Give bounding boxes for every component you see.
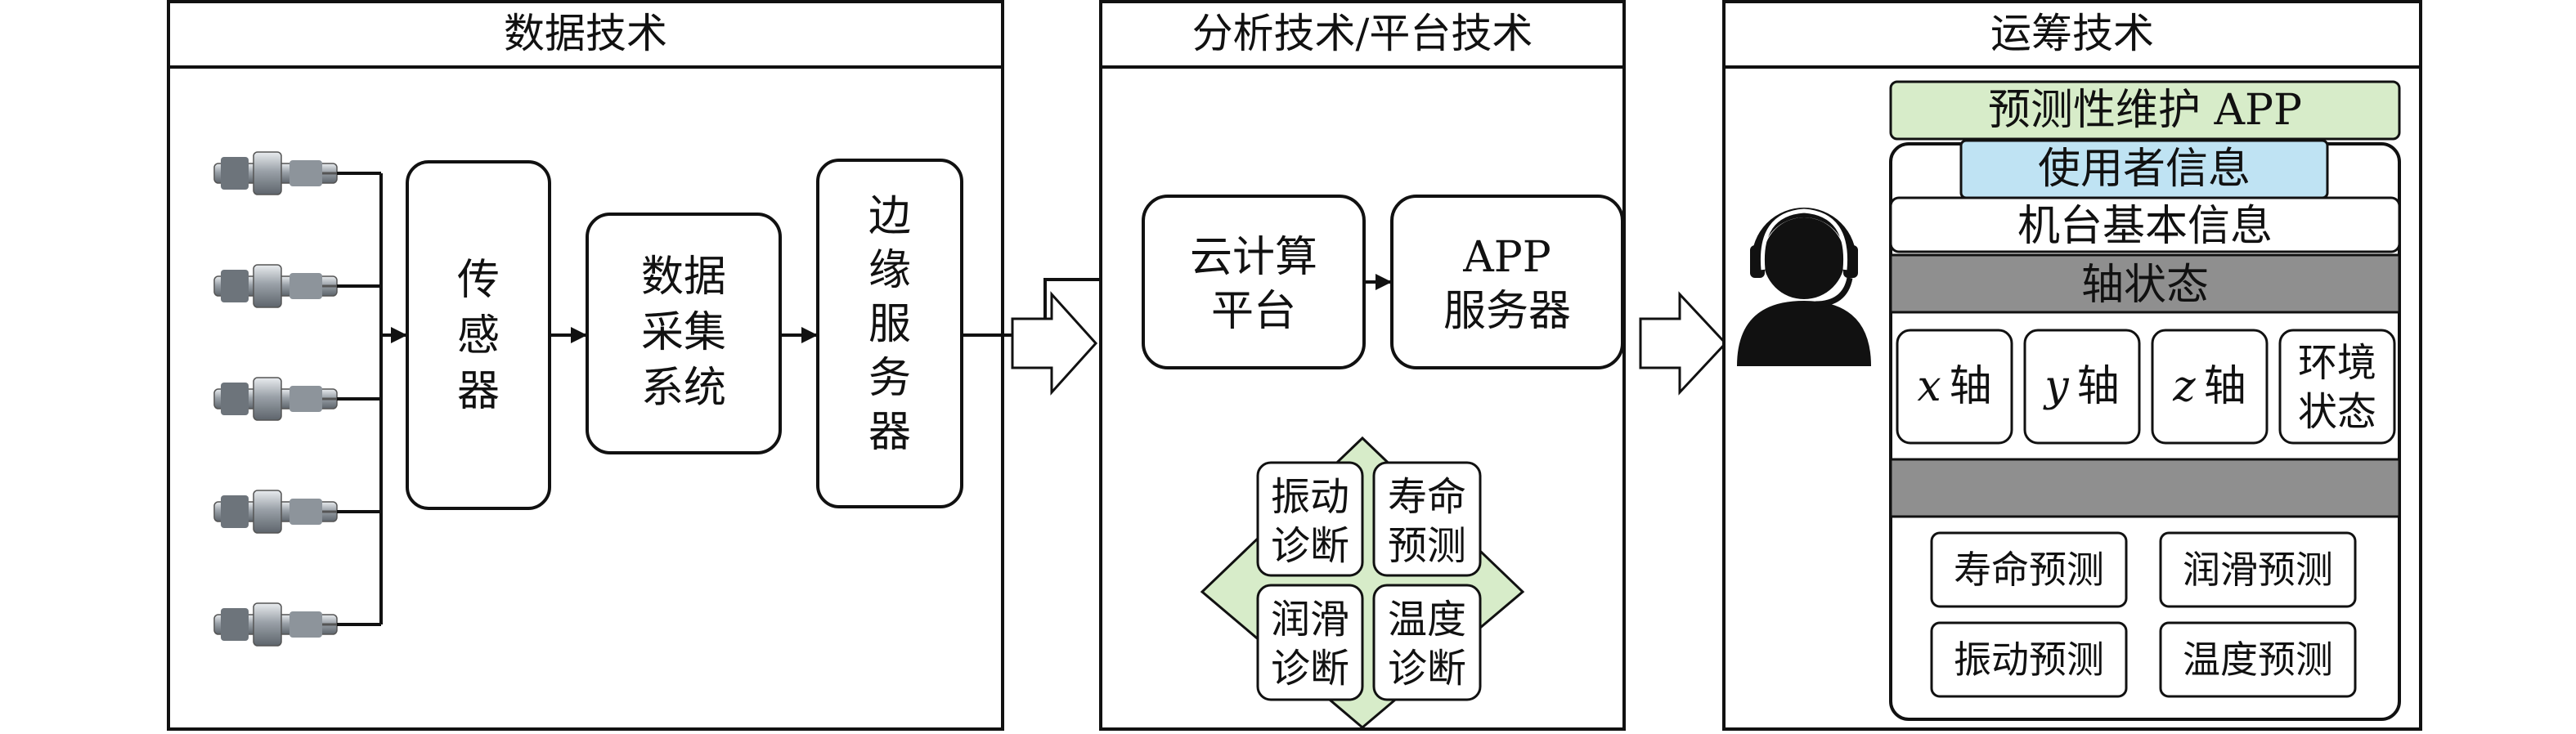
flow-arrow-1 (1011, 291, 1098, 396)
temperature-prediction-label: 温度预测 (2183, 638, 2333, 682)
app-title-bar (1889, 80, 2401, 141)
headset-operator-icon (1737, 208, 1871, 366)
y-axis-box (2023, 329, 2141, 445)
app-title: 预测性维护 APP (1988, 86, 2302, 135)
vibration-prediction-label: 振动预测 (1954, 638, 2104, 682)
env-status-line-1: 环境 (2298, 340, 2376, 386)
lubrication-prediction-box (2159, 531, 2357, 608)
panel-analysis-tech-title: 分析技术/平台技术 (1192, 10, 1533, 57)
edge-box-line-5: 器 (868, 408, 911, 457)
function-1-line-1: 振动 (1271, 474, 1349, 520)
arrow-edge-to-cloud (962, 271, 1143, 337)
panel-data-tech: 数据技术 传 感 器 数据 采集 系统 边 缘 (167, 0, 1004, 731)
y-axis-text: 轴 (2077, 362, 2120, 411)
sensor-box-line-3: 器 (457, 367, 500, 416)
function-3-line-1: 润滑 (1271, 597, 1349, 642)
function-2-line-1: 寿命 (1388, 474, 1466, 520)
machine-info-bar (1889, 196, 2401, 253)
app-server-box (1390, 195, 1624, 369)
z-axis-text: 轴 (2204, 362, 2246, 411)
edge-box-line-3: 服 (868, 300, 911, 349)
edge-box-line-1: 边 (868, 192, 911, 241)
lubrication-prediction-label: 润滑预测 (2183, 548, 2333, 592)
acq-box-line-3: 系统 (641, 364, 726, 413)
vibration-prediction-box (1930, 621, 2128, 698)
axis-status-bar (1889, 253, 2401, 314)
prediction-section-bar (1889, 458, 2401, 518)
cloud-platform-box (1142, 195, 1366, 369)
sensor-box-line-1: 传 (457, 256, 500, 305)
z-axis-var: z (2172, 362, 2196, 411)
temperature-prediction-box (2159, 621, 2357, 698)
x-axis-var: x (1917, 362, 1941, 411)
y-axis-var: y (2043, 362, 2069, 411)
function-4-line-2: 诊断 (1388, 646, 1466, 691)
cloud-box-line-1: 云计算 (1190, 233, 1317, 282)
acq-box-line-2: 采集 (641, 308, 726, 357)
app-server-line-2: 服务器 (1443, 287, 1571, 336)
sensor-box-line-2: 感 (457, 311, 500, 360)
life-prediction-label: 寿命预测 (1954, 548, 2104, 592)
function-box-lubrication-diagnosis (1256, 584, 1364, 701)
acq-box-line-1: 数据 (641, 253, 726, 302)
sensor-bus (337, 172, 407, 626)
environment-status-box (2278, 329, 2396, 445)
function-1-line-2: 诊断 (1271, 523, 1349, 569)
cloud-box-line-2: 平台 (1211, 287, 1296, 336)
app-server-line-1: APP (1462, 233, 1551, 282)
function-box-life-prediction (1372, 461, 1482, 577)
function-2-line-2: 预测 (1388, 523, 1466, 569)
panel-analysis-tech: 分析技术/平台技术 云计算 平台 APP 服务器 振动 诊断 寿命 预测 润滑 … (1099, 0, 1626, 731)
life-prediction-box (1930, 531, 2128, 608)
function-3-line-2: 诊断 (1271, 646, 1349, 691)
function-box-temperature-diagnosis (1372, 584, 1482, 701)
function-4-line-1: 温度 (1388, 597, 1466, 642)
panel-operations-tech-title: 运筹技术 (1990, 10, 2154, 57)
axis-status-label: 轴状态 (2081, 261, 2209, 310)
flow-arrow-2 (1639, 291, 1728, 396)
x-axis-box (1896, 329, 2013, 445)
machine-info-label: 机台基本信息 (2017, 202, 2273, 251)
function-box-vibration-diagnosis (1256, 461, 1364, 577)
env-status-line-2: 状态 (2298, 389, 2376, 435)
z-axis-box (2151, 329, 2269, 445)
edge-box-line-4: 务 (868, 354, 911, 403)
edge-box-line-2: 缘 (868, 246, 911, 295)
panel-data-tech-title: 数据技术 (504, 10, 667, 57)
user-info-label: 使用者信息 (2038, 145, 2251, 194)
x-axis-text: 轴 (1950, 362, 1992, 411)
